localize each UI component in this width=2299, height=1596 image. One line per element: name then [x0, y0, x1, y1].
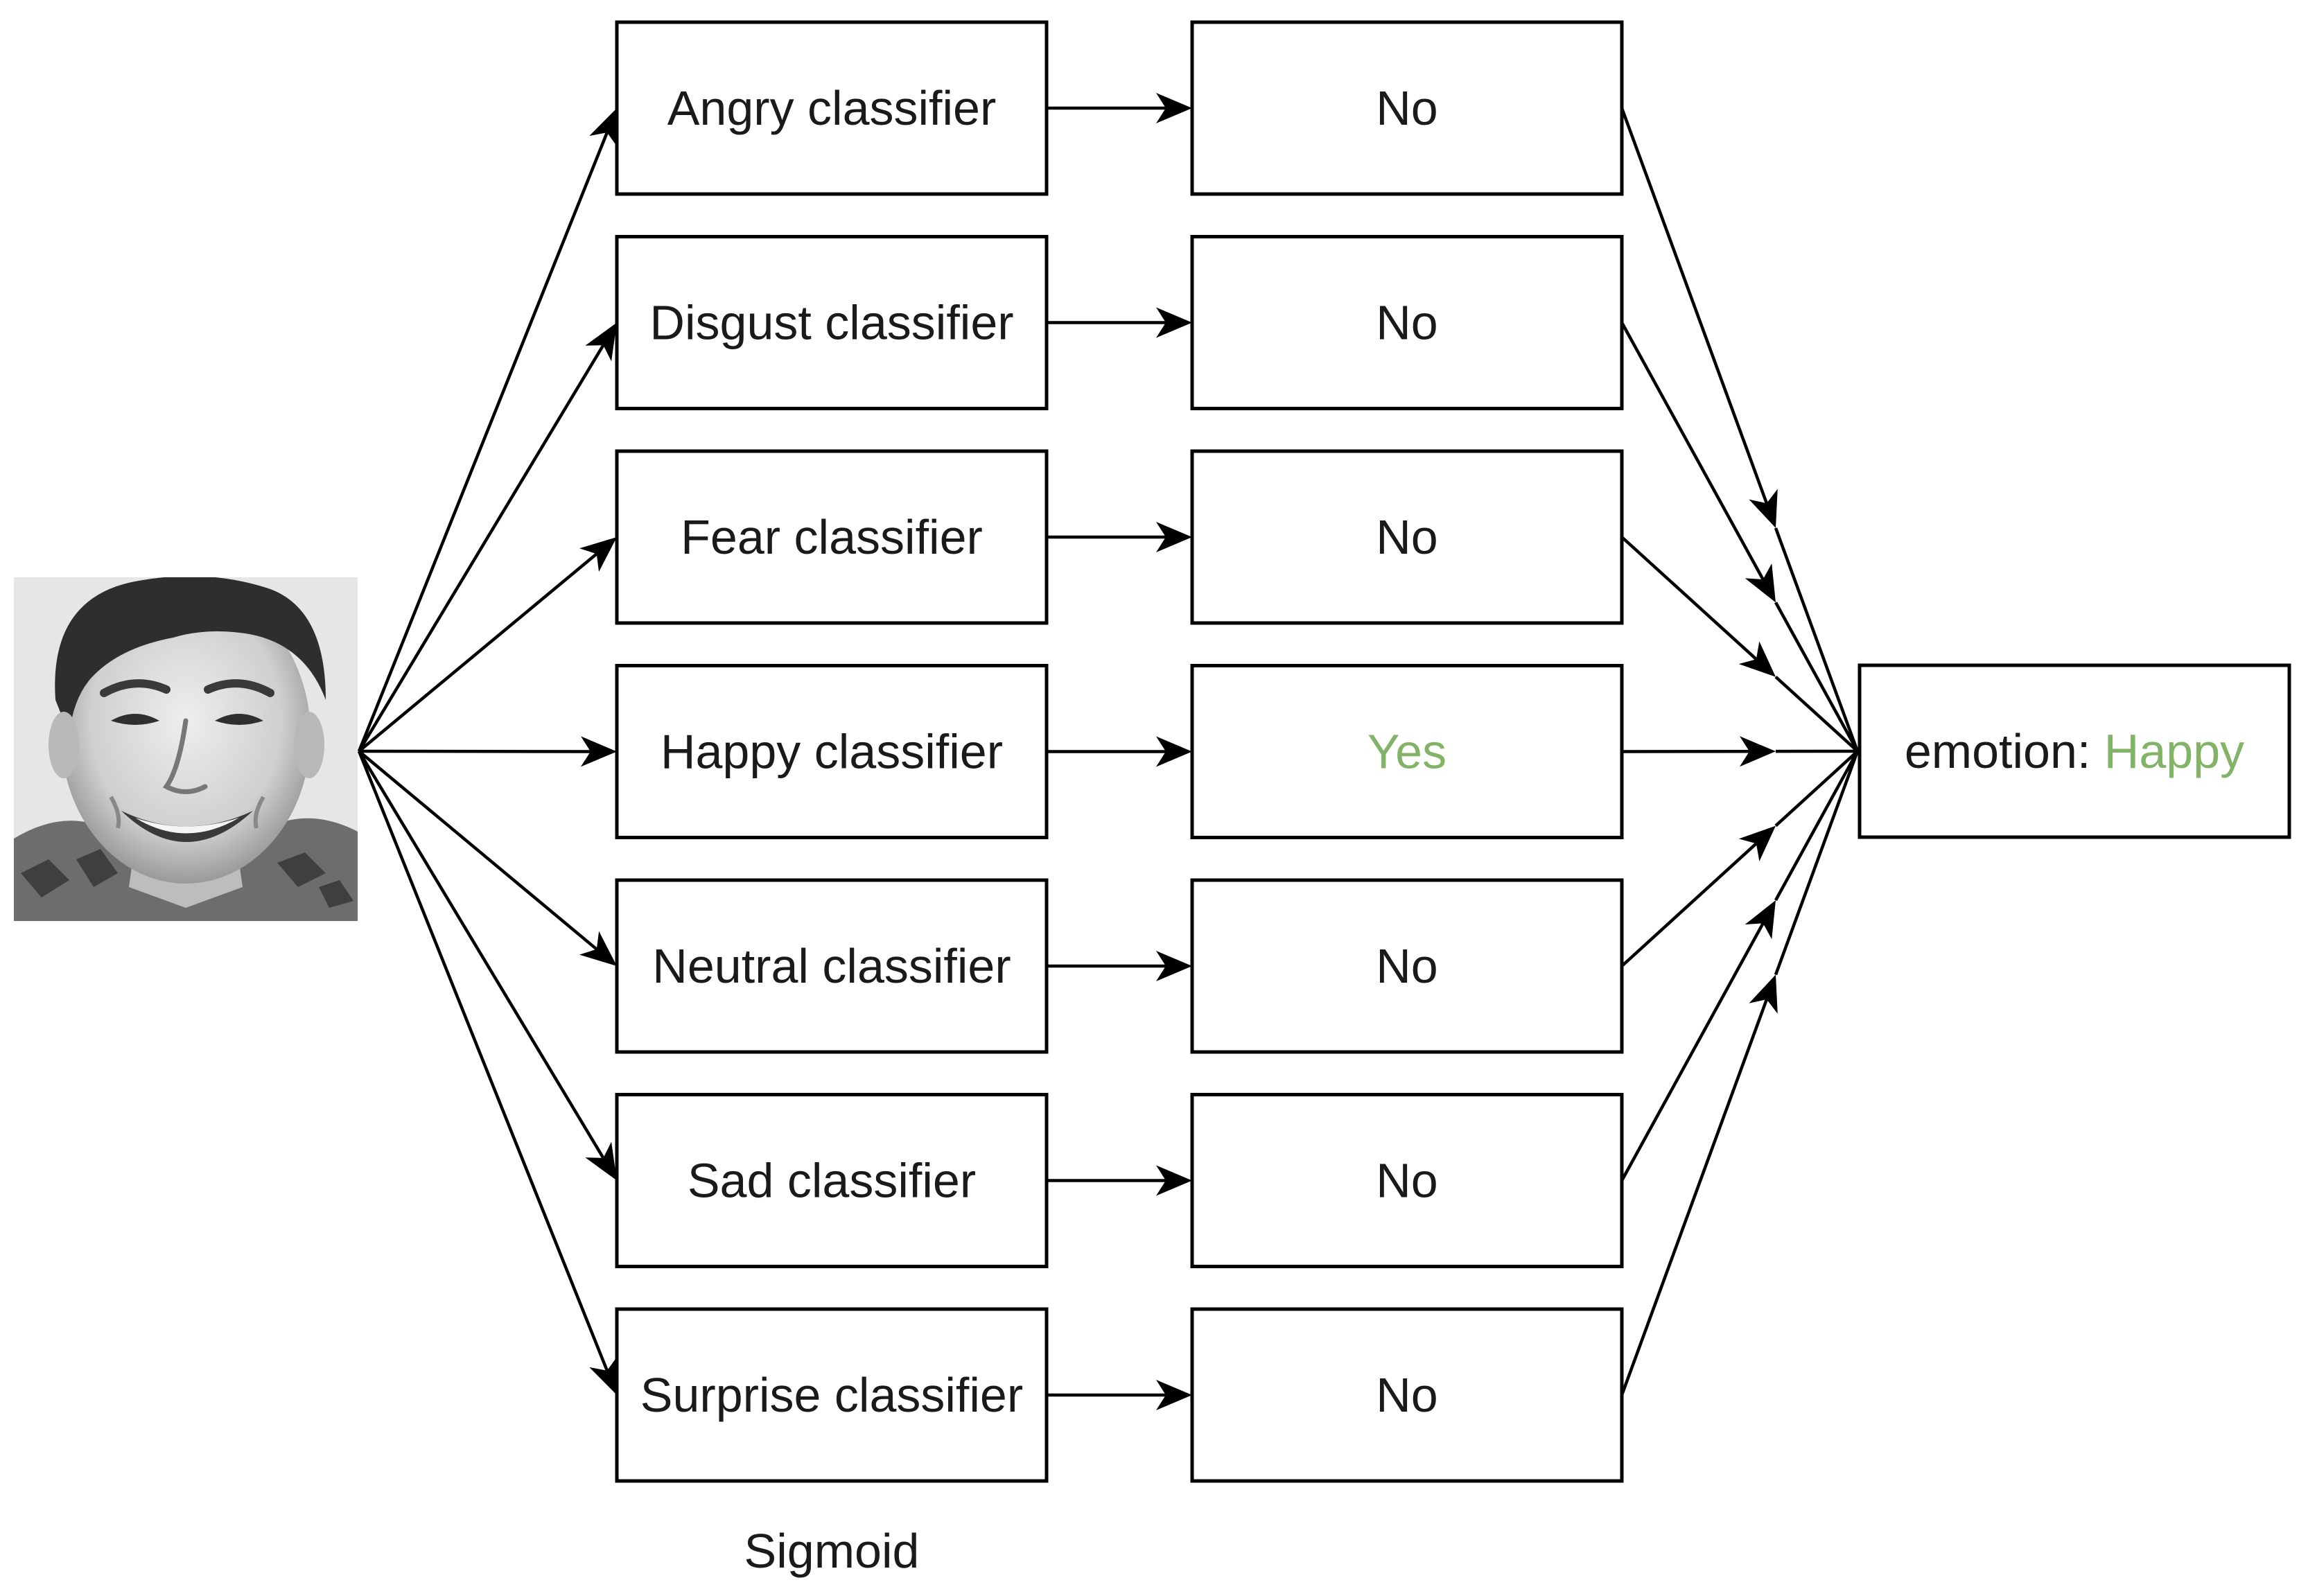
classifier-box-disgust: Disgust classifier: [615, 235, 1049, 410]
classifier-label-happy: Happy classifier: [661, 725, 1003, 779]
arrow-fear-to-result: [1620, 536, 1776, 677]
arrow-sad-to-output: [1047, 1165, 1192, 1196]
classifier-box-sad: Sad classifier: [615, 1093, 1049, 1268]
classifier-label-surprise: Surprise classifier: [640, 1368, 1023, 1422]
line-disgust-to-result: [1774, 602, 1859, 753]
result-box: emotion: Happy: [1857, 663, 2291, 839]
arrow-sad-to-result: [1620, 900, 1776, 1182]
classifier-box-fear: Fear classifier: [615, 449, 1049, 625]
output-label-angry: No: [1376, 81, 1437, 135]
classifier-label-angry: Angry classifier: [667, 81, 997, 135]
classifier-box-happy: Happy classifier: [615, 664, 1049, 839]
line-angry-to-result: [1774, 527, 1860, 752]
output-label-happy: Yes: [1367, 725, 1446, 779]
classifier-box-neutral: Neutral classifier: [615, 878, 1049, 1054]
face-photo: [14, 577, 358, 921]
output-box-surprise: No: [1190, 1307, 1624, 1483]
arrow-disgust-to-result: [1620, 322, 1776, 603]
classifier-label-neutral: Neutral classifier: [652, 939, 1011, 993]
connector-arrows: [357, 93, 1860, 1410]
result-prefix: emotion:: [1905, 724, 2104, 778]
line-surprise-to-result: [1774, 751, 1860, 976]
arrow-input-to-disgust: [358, 322, 617, 753]
arrow-happy-to-result: [1621, 736, 1776, 767]
output-box-angry: No: [1190, 20, 1624, 196]
output-label-fear: No: [1376, 510, 1437, 564]
result-value: Happy: [2104, 724, 2244, 778]
line-sad-to-result: [1774, 750, 1859, 902]
classifier-box-angry: Angry classifier: [615, 20, 1049, 196]
arrow-surprise-to-output: [1047, 1380, 1192, 1410]
line-neutral-to-result: [1774, 750, 1859, 827]
output-label-disgust: No: [1376, 296, 1437, 350]
output-box-neutral: No: [1190, 878, 1624, 1054]
arrow-neutral-to-output: [1047, 951, 1192, 981]
output-label-neutral: No: [1376, 939, 1437, 993]
sigmoid-caption: Sigmoid: [744, 1524, 920, 1578]
classifier-label-sad: Sad classifier: [688, 1154, 976, 1208]
arrow-angry-to-result: [1620, 107, 1778, 528]
line-fear-to-result: [1774, 676, 1859, 753]
output-label-sad: No: [1376, 1154, 1437, 1208]
arrow-neutral-to-result: [1620, 825, 1776, 967]
output-box-happy: Yes: [1190, 664, 1624, 839]
arrow-angry-to-output: [1047, 93, 1192, 123]
arrow-input-to-neutral: [358, 750, 617, 966]
arrow-happy-to-output: [1047, 736, 1192, 767]
arrow-input-to-surprise: [357, 751, 618, 1395]
classifier-label-fear: Fear classifier: [681, 510, 983, 564]
classifier-box-surprise: Surprise classifier: [615, 1307, 1049, 1483]
output-box-fear: No: [1190, 449, 1624, 625]
output-box-sad: No: [1190, 1093, 1624, 1268]
arrow-fear-to-output: [1047, 522, 1192, 552]
arrow-surprise-to-result: [1620, 974, 1778, 1396]
arrow-input-to-sad: [358, 750, 617, 1181]
classifier-label-disgust: Disgust classifier: [649, 296, 1013, 350]
arrow-input-to-happy: [358, 736, 617, 767]
output-box-disgust: No: [1190, 235, 1624, 410]
arrow-input-to-angry: [357, 108, 618, 752]
arrow-disgust-to-output: [1047, 307, 1192, 338]
arrow-input-to-fear: [358, 537, 617, 753]
result-label: emotion: Happy: [1905, 724, 2244, 778]
output-label-surprise: No: [1376, 1368, 1437, 1422]
